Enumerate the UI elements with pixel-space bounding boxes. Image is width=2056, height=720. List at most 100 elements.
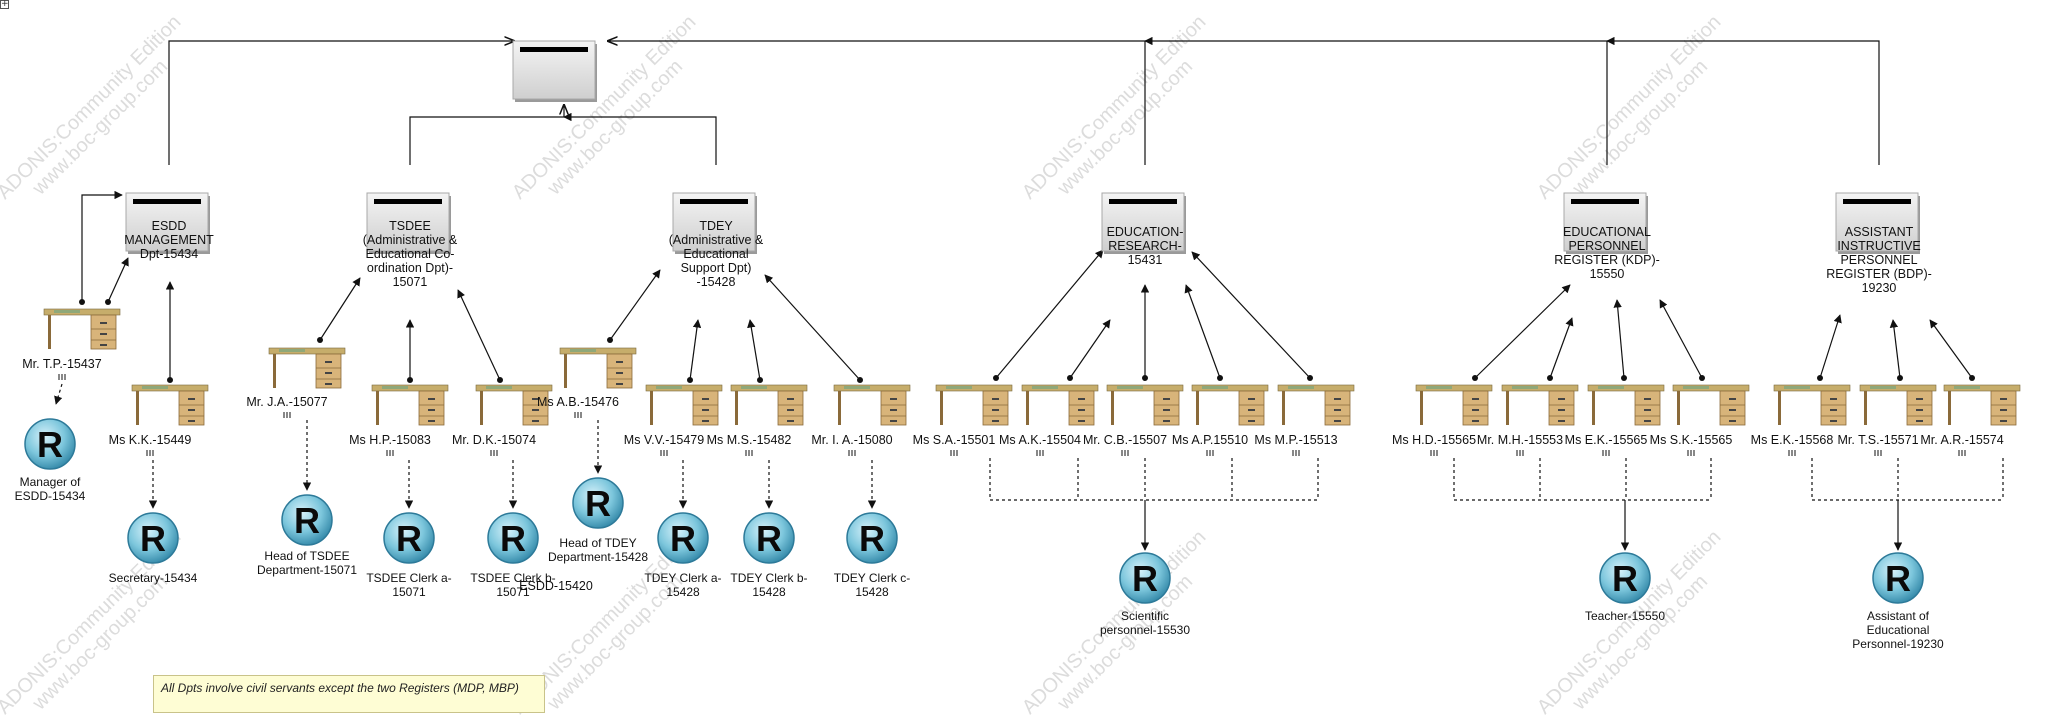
tick-marker	[1602, 450, 1610, 456]
desk-icon	[1277, 384, 1355, 392]
expand-corner-icon[interactable]: +	[0, 0, 9, 9]
desk-leg	[1420, 391, 1423, 425]
role-label: TSDEE Clerk a-15071	[366, 571, 451, 599]
position-ek1[interactable]: Ms E.K.-15565	[1565, 384, 1665, 456]
position-label: Ms S.K.-15565	[1650, 433, 1733, 447]
hierarchy-link	[1474, 284, 1571, 379]
role-label-line: TSDEE Clerk a-	[366, 571, 451, 585]
desk-mat	[1598, 386, 1624, 389]
position-sa[interactable]: Ms S.A.-15501	[913, 384, 1013, 456]
position-dk[interactable]: Mr. D.K.-15074	[452, 384, 553, 456]
desk-leg	[136, 391, 139, 425]
hierarchy-link	[1889, 319, 1901, 379]
role-icon	[846, 512, 898, 564]
position-ak[interactable]: Ms A.K.-15504	[999, 384, 1099, 456]
unit-label-kdp-line: EDUCATIONAL	[1563, 225, 1651, 239]
role-label-line: Personnel-19230	[1852, 637, 1944, 651]
position-mp[interactable]: Ms M.P.-15513	[1254, 384, 1355, 456]
role-r_tdc[interactable]: R TDEY Clerk c-15428	[834, 512, 910, 599]
hierarchy-link	[1819, 314, 1842, 379]
role-label-line: 15428	[855, 585, 889, 599]
unit-tsdee[interactable]: TSDEE(Administrative &Educational Co-ord…	[363, 192, 458, 289]
role-glyph: R	[1132, 558, 1158, 599]
desk-leg	[1196, 391, 1199, 425]
unit-edu[interactable]: EDUCATION-RESEARCH-15431	[1101, 192, 1186, 267]
desk-drawers	[418, 390, 445, 426]
position-ar[interactable]: Mr. A.R.-15574	[1920, 384, 2021, 456]
role-glyph: R	[756, 518, 782, 559]
position-ms[interactable]: Ms M.S.-15482	[707, 384, 808, 456]
unit-label-kdp-line: 15550	[1590, 267, 1625, 281]
hierarchy-link	[409, 105, 564, 165]
unit-label-tsdee-line: (Administrative &	[363, 233, 458, 247]
desk-drawers	[1238, 390, 1265, 426]
watermark-url: www.boc-group.com	[28, 571, 172, 715]
position-cb[interactable]: Mr. C.B.-15507	[1083, 384, 1184, 456]
position-ek2[interactable]: Ms E.K.-15568	[1751, 384, 1851, 456]
tick-marker	[1121, 450, 1129, 456]
desk-drawers	[1906, 390, 1933, 426]
role-icon	[657, 512, 709, 564]
desk-mat	[570, 349, 596, 352]
position-ts[interactable]: Mr. T.S.-15571	[1837, 384, 1937, 456]
role-glyph: R	[1885, 558, 1911, 599]
tick-marker	[1206, 450, 1214, 456]
position-sk[interactable]: Ms S.K.-15565	[1650, 384, 1750, 456]
position-mh[interactable]: Mr. M.H.-15553	[1477, 384, 1579, 456]
watermark-text: ADONIS:Community Edition	[1533, 11, 1725, 203]
desk-icon	[1415, 384, 1493, 392]
position-hd[interactable]: Ms H.D.-15565	[1392, 384, 1493, 456]
position-vv[interactable]: Ms V.V.-15479	[624, 384, 723, 456]
hierarchy-link	[1659, 299, 1703, 379]
position-label: Mr. D.K.-15074	[452, 433, 536, 447]
desk-mat	[1288, 386, 1314, 389]
unit-label-bdp-line: INSTRUCTIVE	[1837, 239, 1920, 253]
unit-label-tdey-line: (Administrative &	[669, 233, 764, 247]
link-dot	[1897, 375, 1903, 381]
position-ap[interactable]: Ms A.P.15510	[1172, 384, 1269, 456]
link-dot	[1547, 375, 1553, 381]
tick-marker	[386, 450, 394, 456]
unit-label-tsdee-line: Educational Co-	[366, 247, 455, 261]
role-glyph: R	[500, 518, 526, 559]
watermark-text: ADONIS:Community Edition	[1018, 11, 1210, 203]
position-ia[interactable]: Mr. I. A.-15080	[811, 384, 911, 456]
desk-drawers	[1719, 390, 1746, 426]
tick-marker	[1292, 450, 1300, 456]
desk-drawers	[1634, 390, 1661, 426]
unit-esdd[interactable]: ESDD-15420	[512, 40, 597, 593]
role-glyph: R	[859, 518, 885, 559]
link-dot	[757, 377, 763, 383]
role-label: Secretary-15434	[109, 571, 198, 585]
position-kk[interactable]: Ms K.K.-15449	[109, 384, 209, 456]
tick-marker	[490, 450, 498, 456]
position-hp[interactable]: Ms H.P.-15083	[349, 384, 449, 456]
position-tp[interactable]: Mr. T.P.-15437	[22, 308, 121, 380]
role-label-line: TDEY Clerk c-	[834, 571, 910, 585]
role-label-line: TDEY Clerk b-	[730, 571, 807, 585]
hierarchy-link	[995, 249, 1104, 379]
desk-leg	[1778, 391, 1781, 425]
desk-drawers	[90, 314, 117, 350]
position-ab[interactable]: Ms A.B.-15476	[537, 347, 637, 418]
position-ja[interactable]: Mr. J.A.-15077	[246, 347, 346, 418]
role-icon	[1872, 552, 1924, 604]
annotation-note[interactable]: All Dpts involve civil servants except t…	[153, 675, 545, 713]
